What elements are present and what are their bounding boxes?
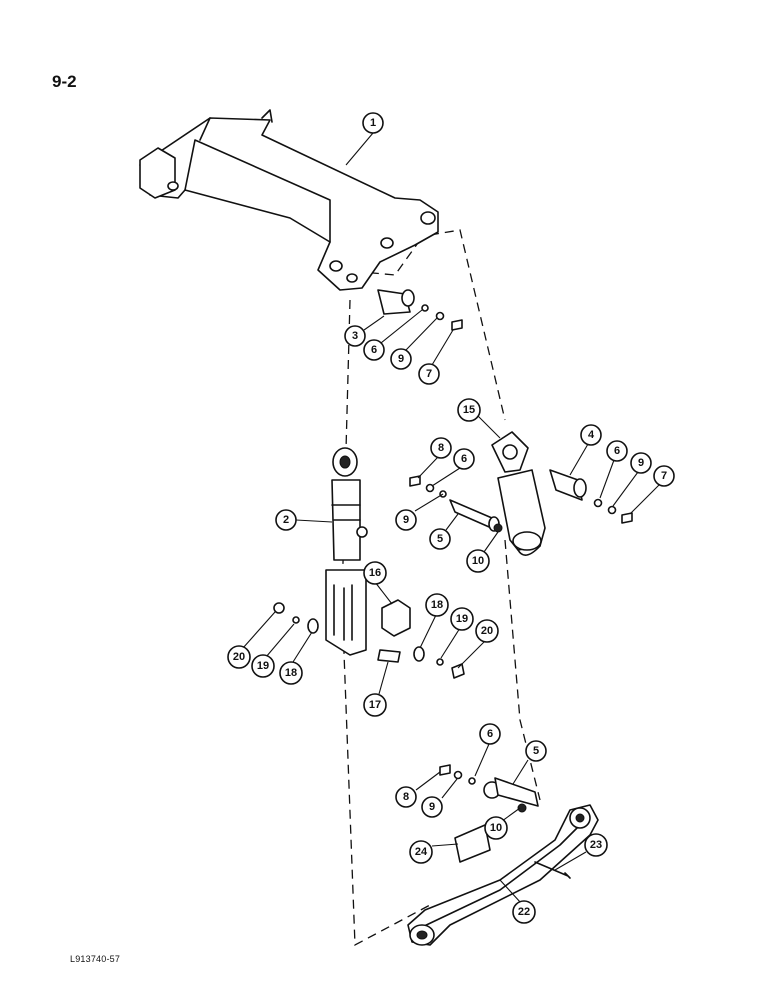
callout-24: 24 [409,840,433,864]
callout-15-label: 15 [463,404,475,416]
callout-9a-label: 9 [398,353,404,365]
callout-2-label: 2 [283,514,289,526]
callout-6c-label: 6 [461,453,467,465]
callout-10a: 10 [466,549,490,573]
callout-5b-label: 5 [533,745,539,757]
callout-6c: 6 [453,448,475,470]
callout-6b-label: 6 [614,445,620,457]
callout-3-label: 3 [352,330,358,342]
callout-17-label: 17 [369,699,381,711]
callout-23: 23 [584,833,608,857]
callout-22: 22 [512,900,536,924]
callout-6d-label: 6 [487,728,493,740]
callout-16-label: 16 [369,567,381,579]
callout-22-label: 22 [518,906,530,918]
callout-18b-label: 18 [285,667,297,679]
callout-9d: 9 [421,796,443,818]
callout-19a: 19 [450,607,474,631]
callout-23-label: 23 [590,839,602,851]
drawing-code: L913740-57 [70,954,121,964]
callout-9b: 9 [630,452,652,474]
callout-6d: 6 [479,723,501,745]
part-rockshaft [139,109,439,291]
callout-9a: 9 [390,348,412,370]
callout-16: 16 [363,561,387,585]
callout-9d-label: 9 [429,801,435,813]
callout-7a: 7 [418,363,440,385]
part-pin-upper [377,289,463,331]
callout-7b: 7 [653,465,675,487]
callout-19b-label: 19 [257,660,269,672]
callout-8b-label: 8 [403,791,409,803]
callout-18a: 18 [425,593,449,617]
callout-9c: 9 [395,509,417,531]
callout-1-label: 1 [370,117,376,129]
callout-20b-label: 20 [233,651,245,663]
page-number: 9-2 [52,72,77,91]
callout-5a-label: 5 [437,533,443,545]
callout-5b: 5 [525,740,547,762]
callout-20a-label: 20 [481,625,493,637]
callout-18b: 18 [279,661,303,685]
leader-lines [242,132,661,904]
callout-10a-label: 10 [472,555,484,567]
callout-20b: 20 [227,645,251,669]
callout-18a-label: 18 [431,599,443,611]
part-pin-cylinder-upper [549,469,633,524]
callout-15: 15 [457,398,481,422]
callout-6a: 6 [363,339,385,361]
callout-5a: 5 [429,528,451,550]
callout-7a-label: 7 [426,368,432,380]
assembly-reference-line-lower [504,539,541,801]
part-pin-cylinder-lower [409,475,503,533]
callout-19a-label: 19 [456,613,468,625]
callout-8a: 8 [430,437,452,459]
callout-7b-label: 7 [661,470,667,482]
callout-10b: 10 [484,816,508,840]
callout-6a-label: 6 [371,344,377,356]
part-pin-lower-arm [439,764,539,813]
part-lift-cylinder [491,431,546,556]
callout-9c-label: 9 [403,514,409,526]
callout-24-label: 24 [415,846,428,858]
callout-17: 17 [363,693,387,717]
callout-1: 1 [362,112,384,134]
part-clevis-fittings [273,599,465,679]
callout-6b: 6 [606,440,628,462]
callout-19b: 19 [251,654,275,678]
callout-8a-label: 8 [438,442,444,454]
callout-4-label: 4 [588,429,595,441]
callout-20a: 20 [475,619,499,643]
callout-3: 3 [344,325,366,347]
callout-2: 2 [275,509,297,531]
callout-9b-label: 9 [638,457,644,469]
callout-8b: 8 [395,786,417,808]
callout-4: 4 [580,424,602,446]
callout-10b-label: 10 [490,822,502,834]
part-lift-link [325,447,368,656]
